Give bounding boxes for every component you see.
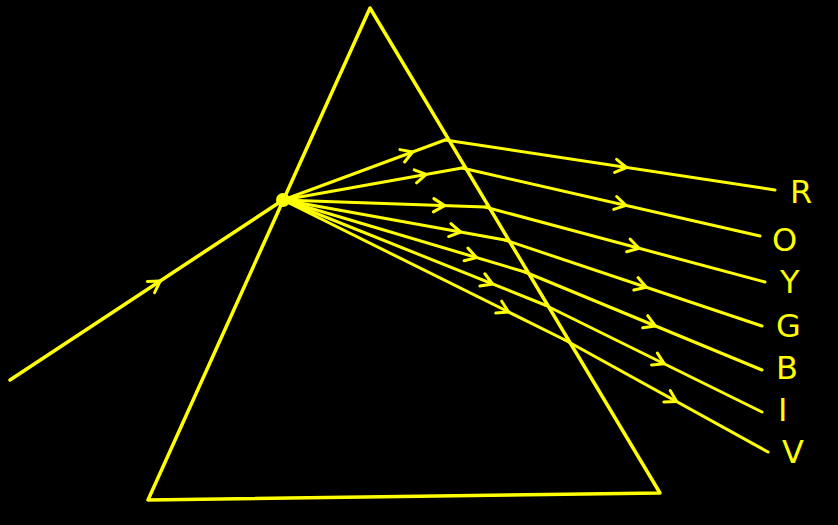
- emergent-ray: [445, 140, 775, 190]
- incident-ray: [10, 200, 283, 380]
- color-label: R: [790, 176, 812, 208]
- color-label: V: [782, 436, 804, 468]
- refracted-ray: [283, 168, 462, 200]
- emergent-ray: [505, 240, 762, 326]
- arrow-chevron: [614, 197, 626, 210]
- arrow-chevron: [414, 170, 426, 183]
- arrow-chevron: [643, 316, 656, 328]
- emergent-ray: [565, 340, 768, 452]
- arrow-chevron: [664, 391, 677, 403]
- arrow-chevron: [433, 199, 444, 212]
- color-label: B: [776, 352, 798, 384]
- emergent-ray: [485, 207, 765, 282]
- arrow-chevron: [634, 278, 647, 291]
- arrow-chevron: [400, 150, 413, 162]
- arrow-chevron: [627, 239, 639, 252]
- color-label: I: [778, 394, 787, 426]
- arrow-chevron: [464, 248, 476, 261]
- emergent-ray: [525, 272, 762, 370]
- arrow-chevron: [449, 224, 461, 237]
- arrow-chevron: [147, 281, 160, 293]
- arrow-chevron: [652, 353, 665, 365]
- color-label: O: [772, 224, 797, 256]
- emergent-ray: [545, 305, 762, 412]
- prism-outline: [148, 8, 660, 500]
- emergent-ray: [462, 168, 760, 236]
- refracted-ray: [283, 200, 545, 305]
- arrow-chevron: [480, 274, 493, 286]
- refracted-ray: [283, 200, 565, 340]
- color-label: Y: [780, 266, 800, 298]
- arrow-chevron: [615, 159, 627, 172]
- arrow-chevron: [496, 301, 509, 313]
- color-label: G: [776, 310, 801, 342]
- refracted-ray: [283, 140, 445, 200]
